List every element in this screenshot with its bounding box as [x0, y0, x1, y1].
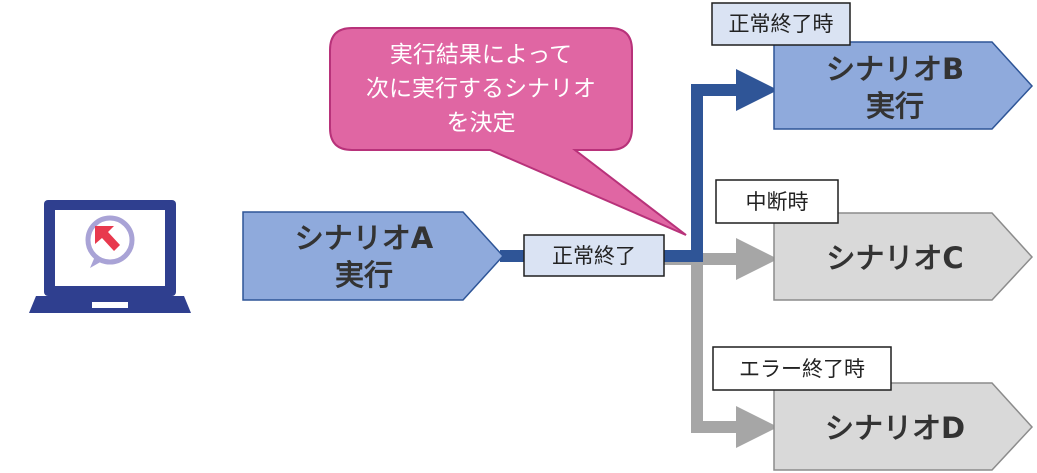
label-normal-end-time: 正常終了時: [711, 2, 851, 46]
label-interrupt-time-text: 中断時: [746, 190, 809, 214]
scenario-d-node: シナリオD: [773, 382, 1034, 471]
label-normal-end-text: 正常終了: [552, 244, 636, 268]
active-path-connectors: [500, 69, 778, 262]
label-normal-end: 正常終了: [523, 234, 665, 277]
label-error-end-time: エラー終了時: [712, 346, 892, 391]
label-error-end-time-text: エラー終了時: [739, 357, 865, 381]
inactive-branch-connectors: [664, 238, 778, 448]
scenario-a-node: シナリオA 実行: [242, 211, 505, 301]
label-interrupt-time: 中断時: [715, 179, 839, 224]
callout-line-2: 次に実行するシナリオ: [366, 76, 596, 102]
callout-line-1: 実行結果によって: [390, 42, 572, 68]
scenario-a-title: シナリオA: [295, 221, 434, 255]
scenario-c-node: シナリオC: [773, 212, 1034, 301]
arrowhead-to-c: [736, 238, 778, 280]
scenario-d-title: シナリオD: [825, 411, 965, 445]
arrowhead-to-b: [736, 69, 778, 111]
scenario-b-title: シナリオB: [826, 52, 964, 86]
scenario-a-action: 実行: [335, 258, 393, 292]
laptop-with-scenario-icon: [29, 200, 191, 313]
callout-bubble: 実行結果によって 次に実行するシナリオ を決定: [329, 27, 687, 236]
scenario-b-node: シナリオB 実行: [773, 41, 1034, 130]
label-normal-end-time-text: 正常終了時: [729, 12, 834, 36]
scenario-logo-icon: [85, 215, 135, 268]
callout-line-3: を決定: [447, 110, 516, 136]
scenario-c-title: シナリオC: [826, 241, 963, 275]
arrowhead-to-d: [736, 406, 778, 448]
scenario-b-action: 実行: [866, 89, 924, 123]
